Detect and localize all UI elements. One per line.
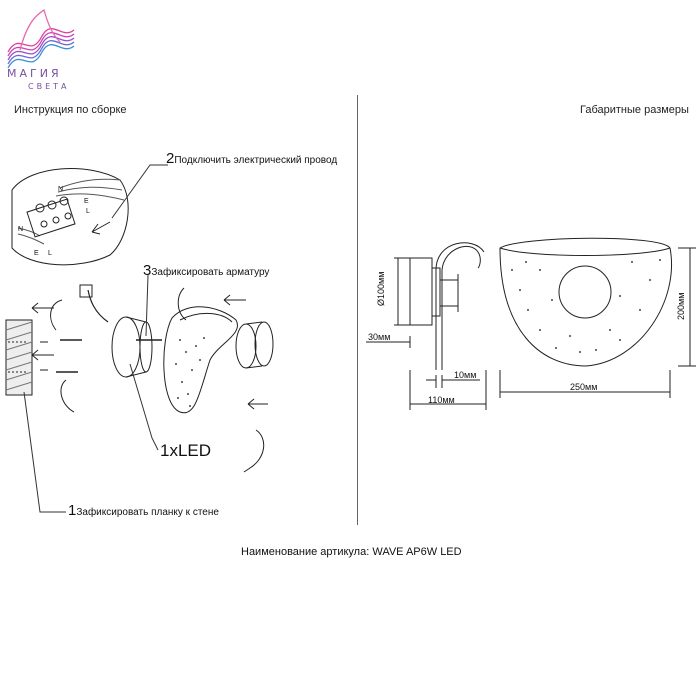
article-label: Наименование артикула: (241, 546, 370, 558)
front-led-window (558, 265, 612, 319)
led-label: 1xLED (160, 441, 212, 460)
step-1-text: Зафиксировать планку к стене (76, 507, 219, 518)
assembly-title: Инструкция по сборке (14, 104, 127, 116)
terminal-letter-e-top: E (84, 198, 89, 205)
terminal-letter-n-bottom: N (18, 226, 24, 233)
logo-word: МАГИЯ (7, 67, 62, 80)
dim-depth: 110мм (428, 395, 455, 405)
terminal-letter-l-top: L (86, 208, 90, 215)
connector (79, 284, 93, 298)
step-2: 2Подключить электрический провод (166, 150, 337, 168)
article-name: Наименование артикула: WAVE AP6W LED (241, 546, 462, 558)
shade (163, 306, 238, 414)
wiring-detail-outline (11, 168, 129, 266)
dim-width: 250мм (570, 382, 597, 392)
terminal-letter-n-top: N (58, 186, 64, 193)
dim-diameter: Ø100мм (376, 272, 386, 306)
step-2-text: Подключить электрический провод (174, 155, 338, 166)
logo-subword: СВЕТА (28, 82, 70, 91)
terminal-letter-e-bottom: E (34, 250, 39, 257)
wall-plate (5, 319, 33, 396)
vertical-divider (357, 95, 358, 525)
step-2-number: 2 (166, 150, 175, 167)
side-base (409, 257, 433, 326)
dim-height: 200мм (676, 293, 686, 320)
dimensions-title: Габаритные размеры (580, 104, 689, 116)
front-shade (499, 237, 672, 367)
step-1: 1Зафиксировать планку к стене (68, 502, 219, 520)
terminal-block (26, 198, 76, 238)
step-1-number: 1 (68, 502, 77, 519)
dim-base-offset: 30мм (368, 332, 390, 342)
step-3-number: 3 (143, 262, 152, 279)
article-value: WAVE AP6W LED (372, 546, 462, 558)
step-3: 3Зафиксировать арматуру (143, 262, 269, 280)
step-3-text: Зафиксировать арматуру (151, 267, 270, 278)
terminal-letter-l-bottom: L (48, 250, 52, 257)
side-arm (435, 270, 443, 370)
dim-arm-thickness: 10мм (454, 370, 476, 380)
